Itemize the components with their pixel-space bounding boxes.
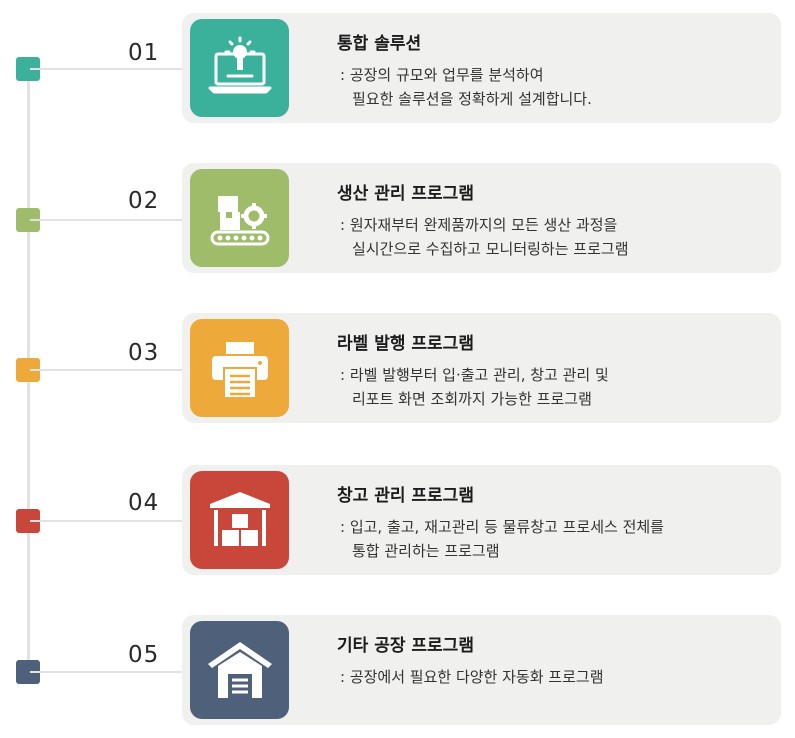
description-line: : 라벨 발행부터 입·출고 관리, 창고 관리 및	[340, 366, 609, 384]
timeline-item-01: 01 통합 솔루션 : 공장의 규모와 업무를 분석하여 필요한 솔루션을 정확…	[0, 13, 795, 125]
description-line: : 입고, 출고, 재고관리 등 물류창고 프로세스 전체를	[340, 518, 664, 536]
description-line: : 원자재부터 완제품까지의 모든 생산 과정을	[340, 216, 618, 234]
item-number: 03	[128, 340, 160, 366]
connector-line	[30, 219, 182, 221]
timeline-item-02: 02 생산 관리 프로그램 : 원자재부터 완제품까지의 모든 생	[0, 163, 795, 275]
description-line: 통합 관리하는 프로그램	[352, 542, 500, 560]
description-line: 리포트 화면 조회까지 가능한 프로그램	[352, 390, 592, 408]
laptop-lightbulb-icon	[190, 19, 289, 117]
item-title: 기타 공장 프로그램	[337, 636, 474, 656]
conveyor-gear-icon	[190, 169, 289, 267]
description-line: : 공장에서 필요한 다양한 자동화 프로그램	[340, 668, 604, 686]
connector-line	[30, 520, 182, 522]
description-line: : 공장의 규모와 업무를 분석하여	[340, 66, 544, 84]
timeline-item-04: 04 창고 관리 프로그램 : 입고, 출고, 재고관리 등 물류창고 프로세스…	[0, 465, 795, 577]
item-description: : 공장에서 필요한 다양한 자동화 프로그램	[340, 665, 604, 689]
warehouse-boxes-icon	[190, 471, 289, 569]
timeline-item-03: 03 라벨 발행 프로그램 : 라벨 발행부터 입·출고 관리, 창고 관리 및…	[0, 313, 795, 425]
connector-line	[30, 369, 182, 371]
item-number: 01	[128, 40, 160, 66]
item-number: 05	[128, 642, 160, 668]
item-title: 생산 관리 프로그램	[337, 184, 474, 204]
item-card: 통합 솔루션 : 공장의 규모와 업무를 분석하여 필요한 솔루션을 정확하게 …	[182, 13, 781, 123]
item-card: 라벨 발행 프로그램 : 라벨 발행부터 입·출고 관리, 창고 관리 및 리포…	[182, 313, 781, 423]
item-title: 라벨 발행 프로그램	[337, 334, 474, 354]
item-card: 생산 관리 프로그램 : 원자재부터 완제품까지의 모든 생산 과정을 실시간으…	[182, 163, 781, 273]
description-line: 실시간으로 수집하고 모니터링하는 프로그램	[352, 240, 629, 258]
item-number: 04	[128, 490, 160, 516]
connector-line	[30, 671, 182, 673]
item-title: 창고 관리 프로그램	[337, 486, 474, 506]
item-number: 02	[128, 188, 160, 214]
garage-icon	[190, 621, 289, 719]
item-title: 통합 솔루션	[337, 34, 422, 54]
item-description: : 라벨 발행부터 입·출고 관리, 창고 관리 및 리포트 화면 조회까지 가…	[340, 363, 609, 411]
description-line: 필요한 솔루션을 정확하게 설계합니다.	[352, 90, 592, 108]
item-description: : 입고, 출고, 재고관리 등 물류창고 프로세스 전체를 통합 관리하는 프…	[340, 515, 664, 563]
item-card: 창고 관리 프로그램 : 입고, 출고, 재고관리 등 물류창고 프로세스 전체…	[182, 465, 781, 575]
connector-line	[30, 68, 182, 70]
timeline-item-05: 05 기타 공장 프로그램 : 공장에서 필요한 다양한 자동화 프로그램	[0, 615, 795, 727]
item-description: : 원자재부터 완제품까지의 모든 생산 과정을 실시간으로 수집하고 모니터링…	[340, 213, 629, 261]
printer-icon	[190, 319, 289, 417]
item-description: : 공장의 규모와 업무를 분석하여 필요한 솔루션을 정확하게 설계합니다.	[340, 63, 592, 111]
item-card: 기타 공장 프로그램 : 공장에서 필요한 다양한 자동화 프로그램	[182, 615, 781, 725]
